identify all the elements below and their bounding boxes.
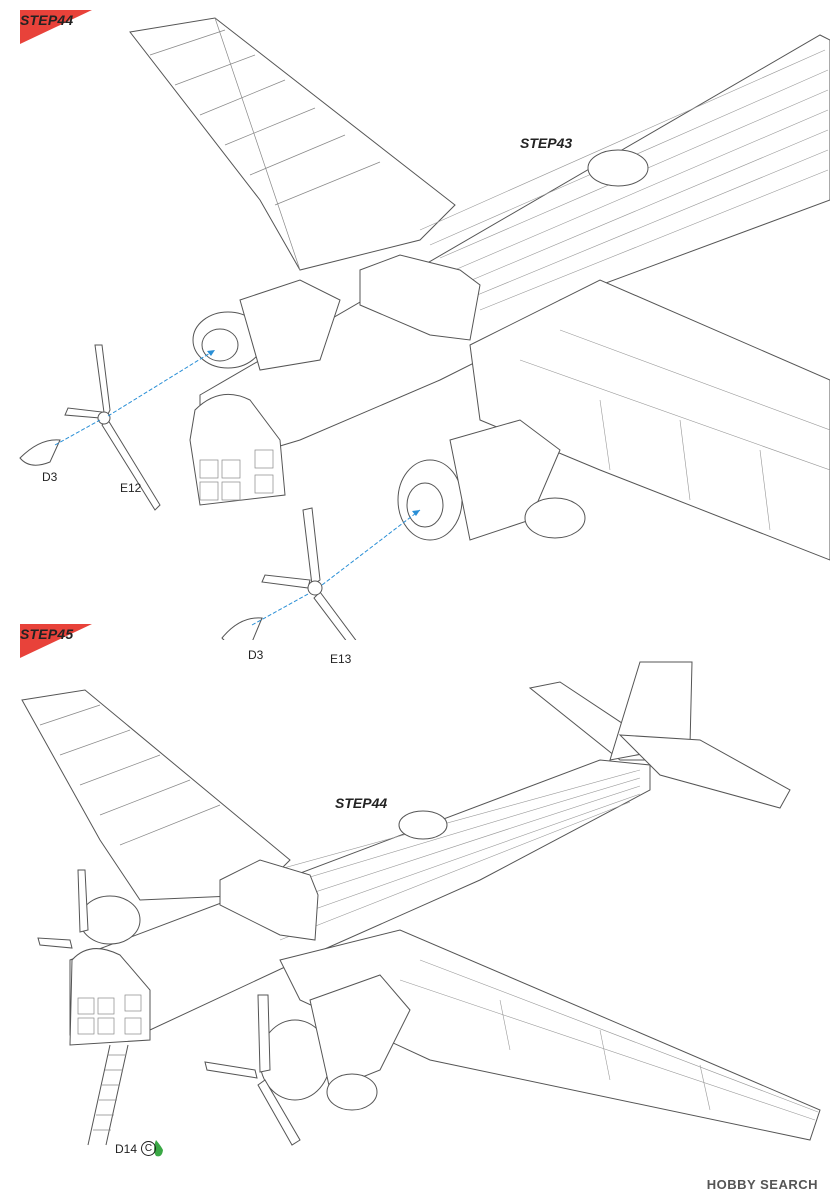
clear-part-mark: C <box>141 1141 156 1156</box>
step45-reference-label: STEP44 <box>335 795 388 811</box>
part-label-d3-left: D3 <box>42 470 58 484</box>
step44-reference-label: STEP43 <box>520 135 573 151</box>
step-tag-red-wedge <box>20 624 92 658</box>
step44-label: STEP44 <box>20 12 74 28</box>
part-label-e13: E13 <box>330 652 352 666</box>
step45-label: STEP45 <box>20 626 74 642</box>
part-label-d3-right: D3 <box>248 648 264 662</box>
step-tag-red-wedge <box>20 10 92 44</box>
part-label-d14: D14 <box>115 1142 138 1156</box>
part-label-e12: E12 <box>120 481 142 495</box>
step44-aircraft-drawing <box>19 17 830 640</box>
watermark: HOBBY SEARCH <box>706 1177 818 1192</box>
